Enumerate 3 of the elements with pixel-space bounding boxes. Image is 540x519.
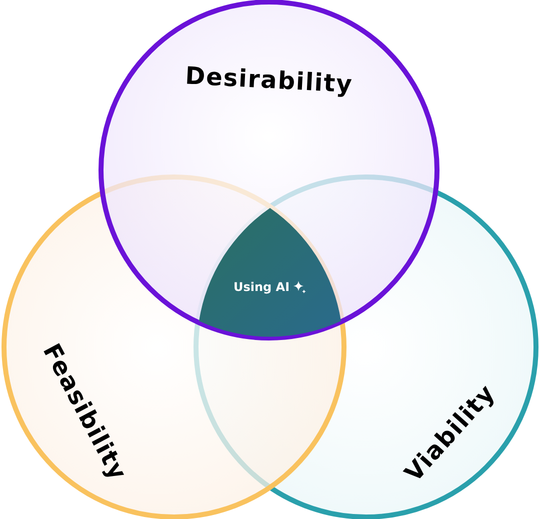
circle-label: Desirability — [184, 60, 354, 100]
center-label: Using AI — [233, 279, 290, 296]
intersection-region — [199, 208, 341, 336]
